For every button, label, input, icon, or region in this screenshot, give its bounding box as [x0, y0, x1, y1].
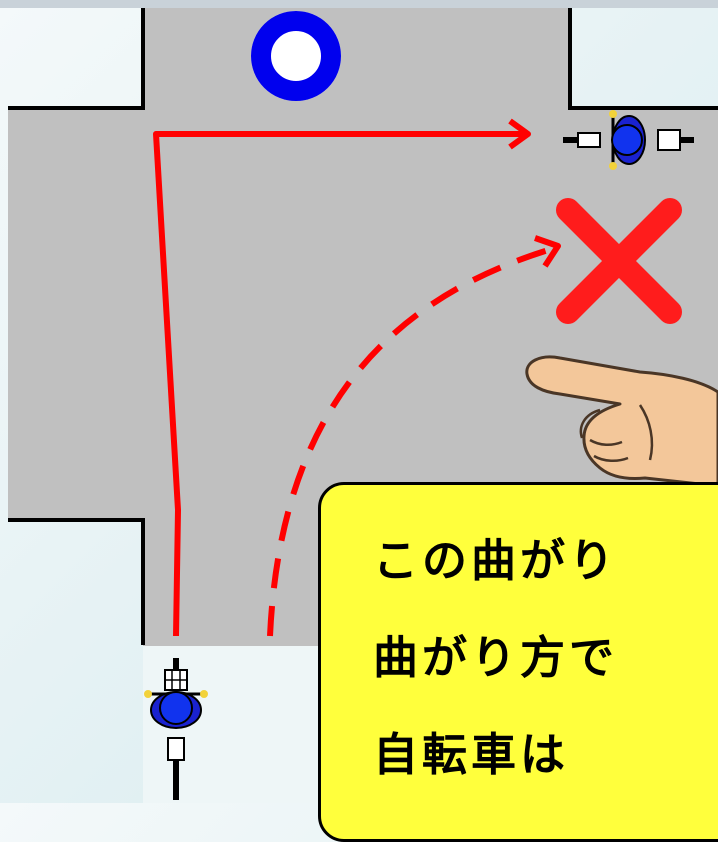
- cyclist-top-right-icon: [563, 110, 694, 170]
- cyclist-bottom-icon: [144, 658, 208, 800]
- pointing-hand-icon: [525, 355, 718, 488]
- correct-circle-icon: [251, 11, 341, 101]
- curb-bottom-left: [8, 518, 145, 645]
- curb-top-left: [8, 8, 145, 110]
- callout-line-1: この曲がり: [373, 534, 619, 587]
- wrong-path-arrow: [267, 235, 561, 637]
- callout-line-2: 曲がり方で: [373, 631, 619, 684]
- warning-callout-box: この曲がり 曲がり方で 自転車は: [318, 482, 718, 842]
- top-border: [0, 0, 718, 8]
- curb-top-right: [568, 8, 718, 110]
- correct-path-arrow: [153, 118, 531, 637]
- wrong-x-icon: [556, 198, 682, 324]
- callout-line-3: 自転車は: [373, 728, 570, 781]
